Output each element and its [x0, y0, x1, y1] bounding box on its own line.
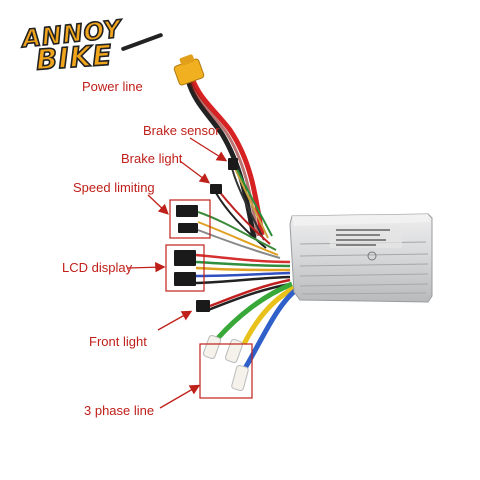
- label-lcd-display: LCD display: [62, 260, 133, 275]
- three-phase-box: [199, 343, 253, 399]
- brake-sensor-arrow: [189, 137, 228, 162]
- speed-limit-box: [169, 199, 211, 239]
- lcd-display-box: [165, 244, 205, 292]
- label-speed-limiting: Speed limiting: [73, 180, 155, 195]
- label-three-phase-line: 3 phase line: [84, 403, 155, 418]
- highlight-boxes: [165, 199, 253, 399]
- front-light-arrow: [157, 310, 193, 331]
- controller-box: [289, 213, 433, 303]
- label-brake-light: Brake light: [121, 151, 183, 166]
- callout-arrows: [127, 137, 228, 409]
- lcd-display-arrow: [127, 262, 166, 273]
- lcd-display-wires: [174, 250, 291, 286]
- phase-wires: [202, 281, 298, 391]
- brake-light-wires: [210, 184, 271, 249]
- label-brake-sensor: Brake sensor: [143, 123, 220, 138]
- brake-light-arrow: [179, 160, 211, 184]
- brake-sensor-wires: [228, 158, 273, 241]
- speed-limit-wires: [176, 205, 281, 259]
- front-light-wires: [196, 278, 291, 312]
- xt60-connector: [173, 54, 205, 86]
- label-front-light: Front light: [89, 334, 147, 349]
- label-power-line: Power line: [82, 79, 143, 94]
- brand-logo-line2: BIKE: [34, 38, 114, 78]
- three-phase-arrow: [159, 384, 201, 409]
- speed-limit-arrow: [147, 194, 169, 215]
